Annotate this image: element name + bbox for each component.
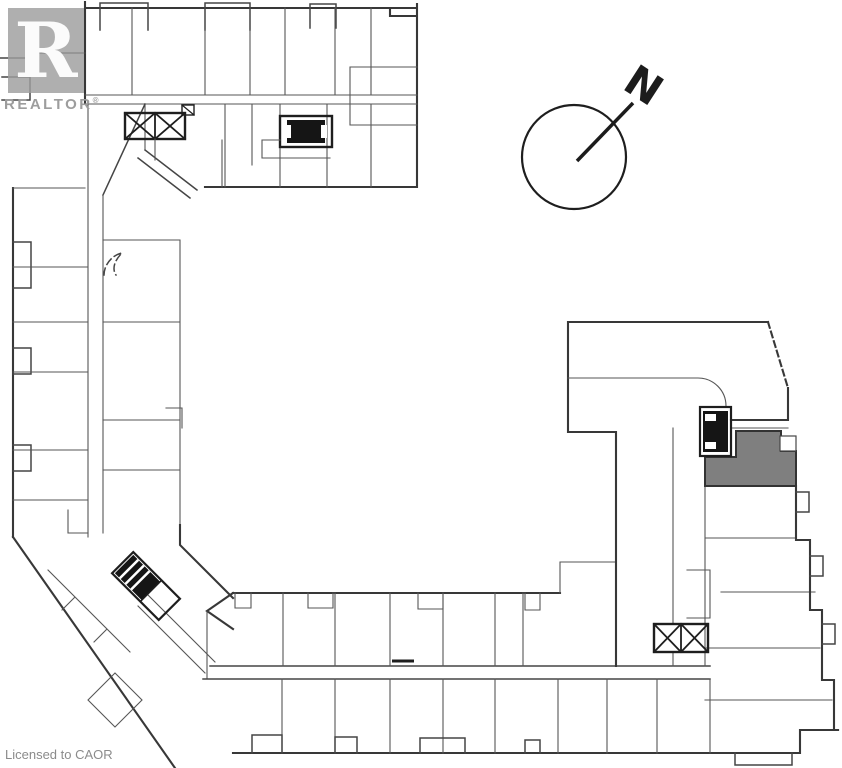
license-text: Licensed to CAOR bbox=[5, 747, 113, 762]
diagonal-wing-walls bbox=[11, 509, 216, 768]
highlighted-unit[interactable] bbox=[704, 430, 797, 487]
compass-circle bbox=[520, 103, 628, 211]
realtor-brand-word: REALTOR bbox=[4, 96, 93, 113]
elevator-icon-top bbox=[261, 114, 334, 159]
realtor-watermark: R REALTOR® bbox=[4, 8, 99, 113]
unit-notch bbox=[779, 435, 797, 452]
stairwell-elevator-icon-diagonal bbox=[110, 550, 182, 622]
realtor-logo-letter: R bbox=[14, 6, 78, 95]
stairwell-icon-bottom-right bbox=[652, 622, 710, 654]
realtor-brand-text: REALTOR® bbox=[4, 96, 99, 113]
section-marker bbox=[103, 251, 125, 277]
realtor-logo-block: R bbox=[8, 8, 84, 93]
north-arrow: N bbox=[520, 55, 672, 211]
elevator-icon-right bbox=[698, 405, 733, 458]
registered-mark: ® bbox=[92, 96, 99, 105]
north-arrow-line bbox=[575, 101, 635, 163]
left-wing-walls bbox=[11, 103, 235, 600]
north-label: N bbox=[616, 55, 672, 115]
stairwell-icon-top-left bbox=[123, 104, 195, 161]
bottom-wing-walls bbox=[202, 561, 840, 766]
right-wing-walls bbox=[566, 320, 840, 732]
